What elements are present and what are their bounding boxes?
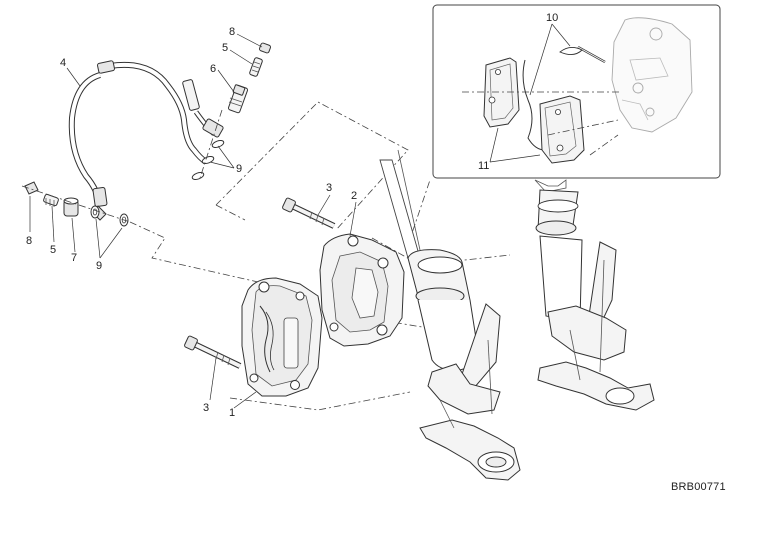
callout-1: 1	[229, 407, 236, 419]
fork-leg-front	[379, 149, 521, 481]
callout-8-upper: 8	[229, 26, 236, 38]
left-fittings	[21, 181, 131, 227]
callout-11: 11	[478, 160, 490, 172]
callout-5-upper: 5	[222, 42, 229, 54]
inset-pad-left	[483, 57, 520, 128]
callout-9-left: 9	[96, 260, 103, 272]
brake-caliper-front	[241, 277, 323, 397]
brake-hose	[68, 60, 224, 221]
callout-6: 6	[210, 63, 217, 75]
callout-9-upper: 9	[236, 163, 243, 175]
callout-7: 7	[71, 252, 78, 264]
inset-clip	[522, 59, 546, 151]
callout-10: 10	[546, 12, 559, 24]
callout-2: 2	[351, 190, 358, 202]
caliper-bolt-lower	[184, 335, 242, 369]
fork-leg-rear	[534, 179, 655, 411]
inset-pin	[559, 45, 606, 64]
leader-lines	[29, 33, 357, 409]
inset-caliper	[611, 17, 693, 133]
callout-5-left: 5	[50, 244, 57, 256]
brake-caliper-rear	[319, 233, 405, 347]
inset-pad-right	[539, 95, 585, 164]
drawing-code: BRB00771	[671, 481, 726, 493]
callout-3-lower: 3	[203, 402, 210, 414]
callout-8-left: 8	[26, 235, 33, 247]
callout-4: 4	[60, 57, 67, 69]
upper-fittings	[191, 42, 272, 180]
callout-3-upper: 3	[326, 182, 333, 194]
caliper-bolt-upper	[282, 197, 336, 229]
pad-detail-inset	[432, 4, 721, 179]
